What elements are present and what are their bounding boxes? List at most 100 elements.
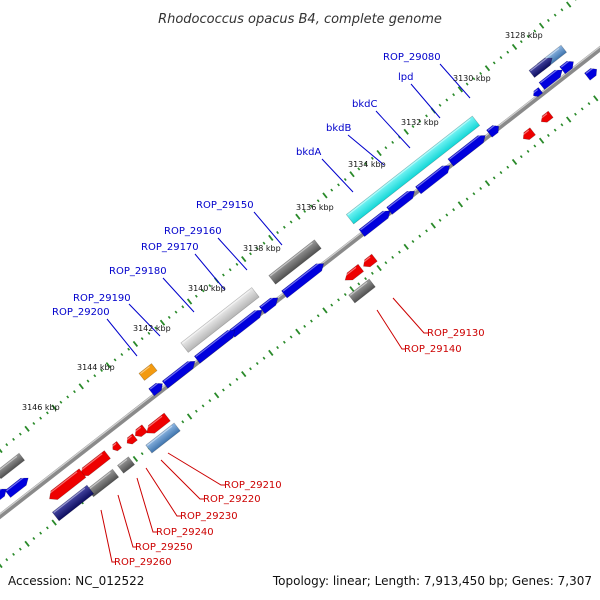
upper-tick [268, 234, 274, 241]
gene-label[interactable]: ROP_29210 [224, 480, 282, 491]
upper-tick [425, 114, 428, 118]
gene-bkdB[interactable] [447, 132, 488, 167]
leader-line [410, 83, 441, 119]
gene-label[interactable]: bkdC [352, 99, 377, 110]
tick-label: 3144 kbp [77, 363, 115, 372]
gene-label[interactable]: ROP_29170 [141, 242, 199, 253]
lower-tick [132, 455, 139, 463]
leader-line [375, 110, 411, 149]
gene-bkdA-b[interactable] [386, 188, 418, 215]
gene-small[interactable] [584, 66, 600, 81]
upper-tick [5, 443, 9, 447]
gene-label[interactable]: ROP_29230 [180, 511, 238, 522]
upper-tick [418, 119, 422, 123]
gene-small[interactable] [258, 294, 280, 315]
gene-lpd[interactable] [538, 66, 565, 90]
gene-small[interactable] [531, 87, 544, 98]
upper-tick [241, 256, 247, 263]
gene-rop-29210[interactable] [144, 412, 171, 437]
lower-tick [343, 293, 347, 297]
gene-label[interactable]: ROP_29180 [109, 266, 167, 277]
gene-edge-gray[interactable] [0, 452, 26, 480]
upper-tick [24, 425, 30, 432]
gene-small[interactable] [486, 123, 502, 138]
gene-bkdC[interactable] [345, 115, 481, 225]
gene-label[interactable]: bkdA [296, 147, 321, 158]
gene-rop-29210-b[interactable] [145, 422, 181, 454]
gene-rop-29200[interactable] [161, 358, 197, 389]
gene-rop-29130[interactable] [342, 263, 365, 283]
gene-label[interactable]: ROP_29220 [203, 494, 261, 505]
lower-tick [322, 307, 328, 314]
upper-tick [228, 268, 232, 272]
gene-label[interactable]: ROP_29160 [164, 226, 222, 237]
lower-tick [511, 158, 518, 166]
lower-tick [194, 409, 198, 413]
lower-tick [445, 213, 449, 217]
gene-label[interactable]: ROP_29150 [196, 200, 254, 211]
gene-rop-29140[interactable] [348, 278, 376, 304]
gene-rop-29260-b[interactable] [51, 484, 95, 522]
gene-rop-29220[interactable] [133, 424, 148, 439]
upper-tick [303, 209, 307, 213]
upper-tick [526, 34, 530, 38]
gene-label[interactable]: bkdB [326, 123, 351, 134]
gene-label[interactable]: ROP_29240 [156, 527, 214, 538]
lower-tick [457, 201, 464, 208]
upper-tick [127, 347, 131, 351]
gene-label[interactable]: lpd [398, 72, 413, 83]
upper-tick [479, 71, 483, 75]
gene-small[interactable] [521, 127, 536, 142]
tick-label: 3138 kbp [243, 244, 281, 253]
lower-tick [398, 250, 401, 254]
tick-label: 3142 kbp [133, 324, 171, 333]
upper-tick [0, 448, 3, 454]
gene-rop-29150[interactable] [358, 207, 393, 238]
gene-rop-29250-b[interactable] [46, 468, 87, 504]
gene-label[interactable]: ROP_29200 [52, 307, 110, 318]
gene-label[interactable]: ROP_29190 [73, 293, 131, 304]
leader-line [253, 211, 283, 246]
gene-rop-29170[interactable] [281, 260, 327, 299]
upper-tick [167, 315, 171, 319]
leader-line [194, 253, 226, 291]
gene-edge-blue[interactable] [4, 474, 31, 498]
gene-label[interactable]: ROP_29260 [114, 557, 172, 568]
leader-line [145, 467, 181, 517]
upper-tick [235, 262, 239, 266]
genome-summary: Topology: linear; Length: 7,913,450 bp; … [272, 574, 592, 588]
leader-line [100, 509, 116, 563]
gene-label[interactable]: ROP_29140 [404, 344, 462, 355]
gene-rop-29180[interactable] [180, 287, 260, 353]
gene-rop-29130-b[interactable] [361, 253, 378, 270]
upper-tick [18, 432, 22, 436]
lower-tick [24, 540, 30, 547]
gene-small[interactable] [539, 110, 554, 125]
gene-rop-29240[interactable] [110, 440, 123, 452]
gene-edge-blue-b[interactable] [0, 486, 9, 503]
upper-tick [120, 353, 124, 357]
label-leaders [100, 63, 471, 563]
gene-rop-29080-b[interactable] [528, 54, 555, 78]
gene-label[interactable]: ROP_29080 [383, 52, 441, 63]
gene-rop-29230[interactable] [125, 433, 138, 446]
upper-tick [560, 8, 564, 12]
lower-tick [425, 229, 428, 233]
lower-tick [268, 349, 274, 356]
gene-rop-29240-b[interactable] [116, 456, 136, 474]
gene-label[interactable]: ROP_29130 [427, 328, 485, 339]
gene-orange[interactable] [138, 363, 158, 381]
gene-small[interactable] [148, 380, 166, 397]
gene-rop-29190-b[interactable] [193, 327, 237, 364]
leader-line [376, 309, 406, 350]
gene-rop-29160[interactable] [268, 239, 322, 285]
gene-bkdA[interactable] [415, 162, 452, 195]
gene-rop-29190[interactable] [228, 307, 264, 338]
lower-tick [492, 176, 496, 180]
upper-tick [249, 252, 252, 256]
upper-tick [519, 40, 523, 44]
gene-label[interactable]: ROP_29250 [135, 542, 193, 553]
upper-tick [66, 395, 70, 399]
lower-tick [5, 558, 9, 562]
gene-small[interactable] [559, 58, 577, 75]
